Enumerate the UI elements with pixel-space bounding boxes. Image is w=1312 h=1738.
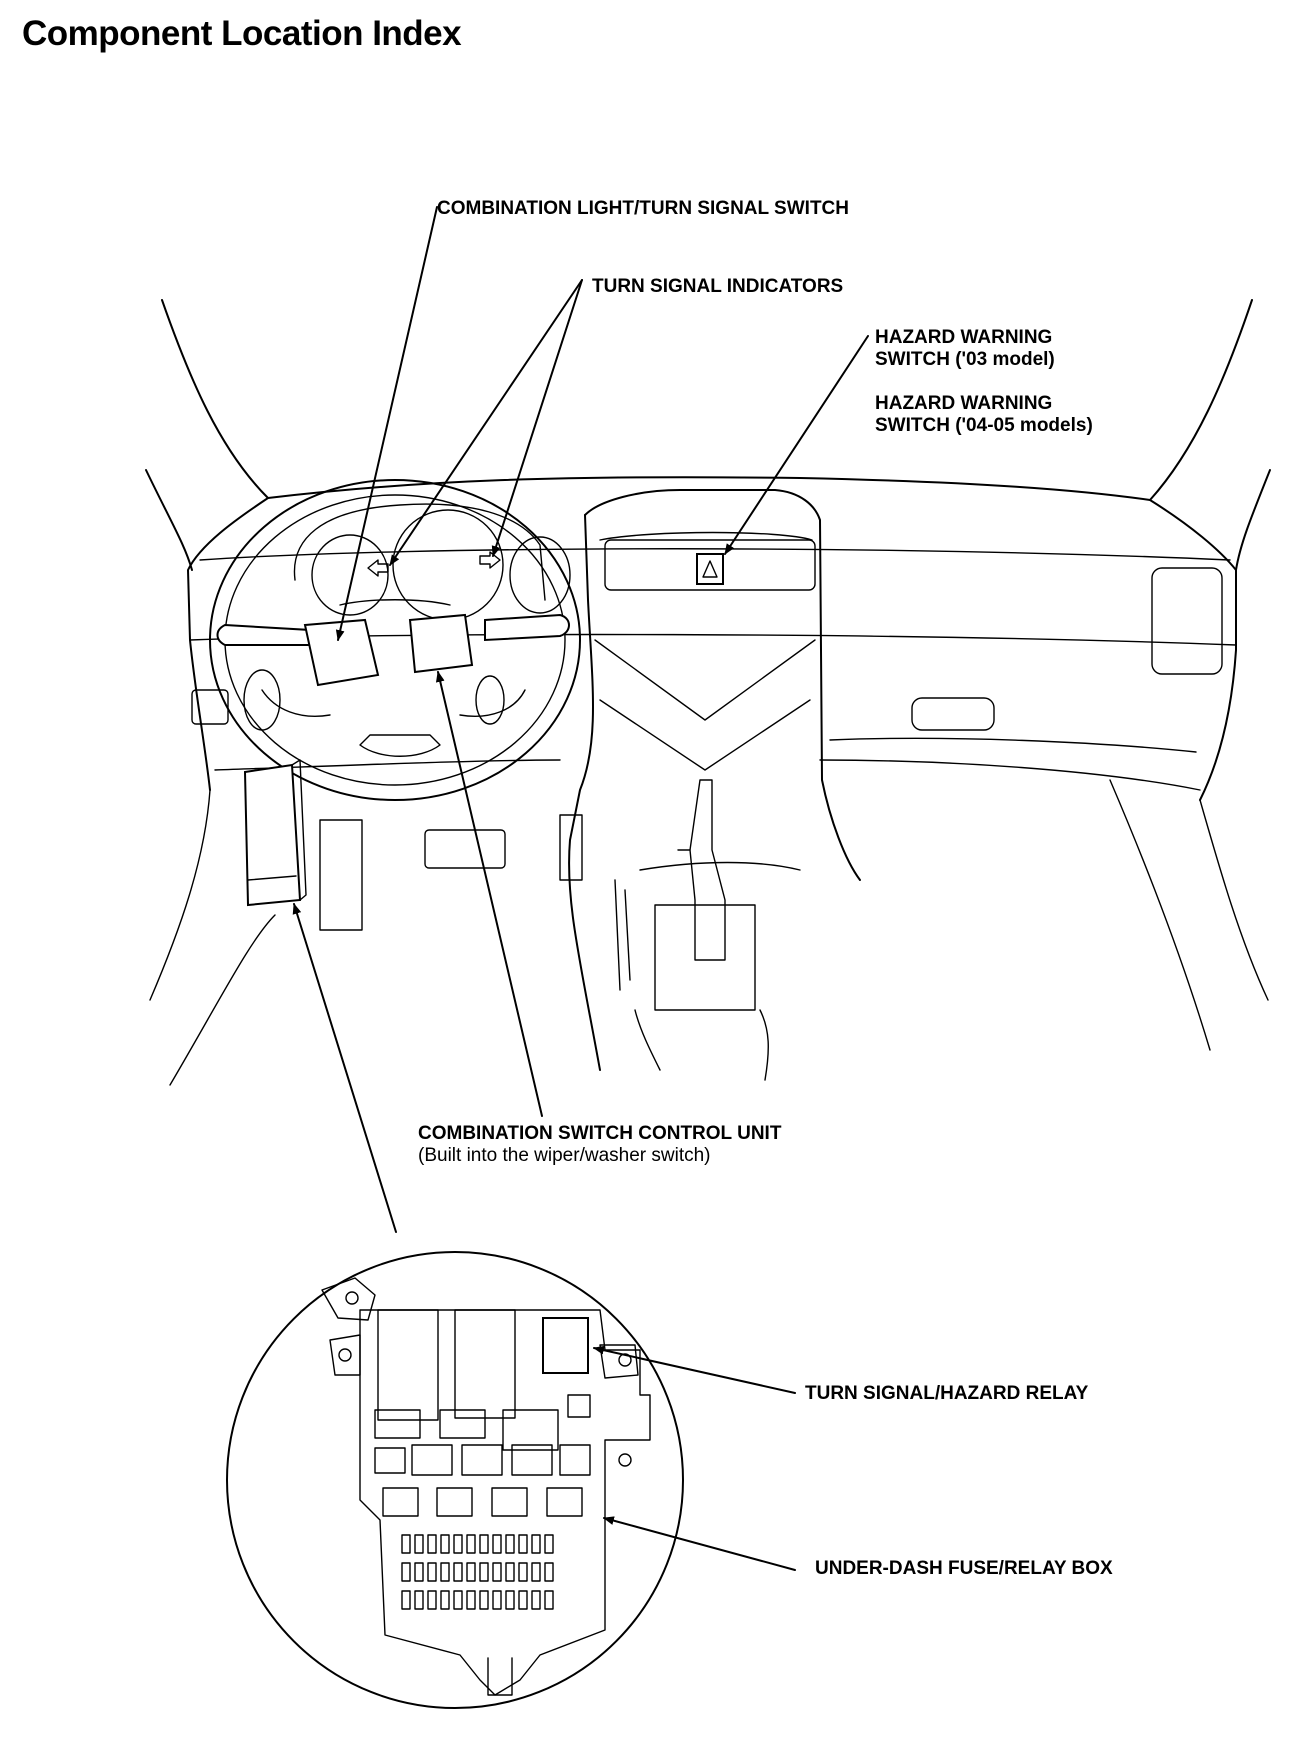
combination-switch-stalks [216,613,570,687]
mini-fuse [440,1534,450,1554]
hazard-03-line1: HAZARD WARNING [875,327,1053,348]
label-turn-signal-hazard-relay: TURN SIGNAL/HAZARD RELAY [805,1383,1089,1404]
mini-fuse [453,1534,463,1554]
label-combination-light-turn-signal-switch: COMBINATION LIGHT/TURN SIGNAL SWITCH [437,198,849,219]
mini-fuse [401,1534,411,1554]
page-title: Component Location Index [22,14,462,53]
mini-fuse [518,1590,528,1610]
label-turn-signal-indicators: TURN SIGNAL INDICATORS [592,276,844,297]
left-turn-indicator-icon [367,559,389,577]
mini-fuse [453,1562,463,1582]
right-turn-indicator-icon [479,551,501,569]
label-hazard-switch-0405: HAZARD WARNING SWITCH ('04-05 models) [875,393,1093,437]
label-hazard-switch-03: HAZARD WARNING SWITCH ('03 model) [875,327,1055,371]
windshield-frame [145,299,1271,571]
mini-fuse [544,1590,554,1610]
mini-fuse [440,1590,450,1610]
label-combination-switch-control-unit: COMBINATION SWITCH CONTROL UNIT (Built i… [418,1123,781,1167]
mini-fuse [414,1534,424,1554]
mini-fuse [531,1590,541,1610]
callout-leaders [292,206,869,1571]
wiper-washer-switch-block [408,613,474,674]
mini-fuse [466,1562,476,1582]
mini-fuse [505,1590,515,1610]
mini-fuse [479,1590,489,1610]
mini-fuse [466,1534,476,1554]
mini-fuse [440,1562,450,1582]
mini-fuse [401,1562,411,1582]
mini-fuse [479,1534,489,1554]
mini-fuse [505,1562,515,1582]
mini-fuse [544,1562,554,1582]
mini-fuse [518,1534,528,1554]
hazard-0405-line1: HAZARD WARNING [875,393,1053,414]
mini-fuse [466,1590,476,1610]
mini-fuse [492,1562,502,1582]
hazard-switch [696,553,724,585]
mini-fuse [492,1534,502,1554]
csu-note: (Built into the wiper/washer switch) [418,1145,711,1166]
mini-fuse [427,1534,437,1554]
hazard-0405-line2: SWITCH ('04-05 models) [875,415,1093,436]
light-turn-switch-block [303,618,380,687]
label-under-dash-fuse-relay-box: UNDER-DASH FUSE/RELAY BOX [815,1558,1113,1579]
mini-fuse [401,1590,411,1610]
instrument-cluster [293,503,571,621]
mini-fuse [531,1534,541,1554]
mini-fuse [427,1590,437,1610]
mini-fuse [414,1590,424,1610]
steering-wheel [209,479,581,801]
mini-fuse [505,1534,515,1554]
pedals [319,814,583,931]
fuse-box-detail-inset [226,1251,684,1709]
mini-fuse [414,1562,424,1582]
mini-fuse [531,1562,541,1582]
under-dash-fuse-box-small [243,759,307,907]
mini-fuse [492,1590,502,1610]
mini-fuse-rows [401,1534,554,1610]
mini-fuse [518,1562,528,1582]
mini-fuse [544,1534,554,1554]
center-console [568,489,861,1081]
mini-fuse [479,1562,489,1582]
mini-fuse [427,1562,437,1582]
hazard-03-line2: SWITCH ('03 model) [875,349,1055,370]
mini-fuse [453,1590,463,1610]
csu-title: COMBINATION SWITCH CONTROL UNIT [418,1123,782,1144]
